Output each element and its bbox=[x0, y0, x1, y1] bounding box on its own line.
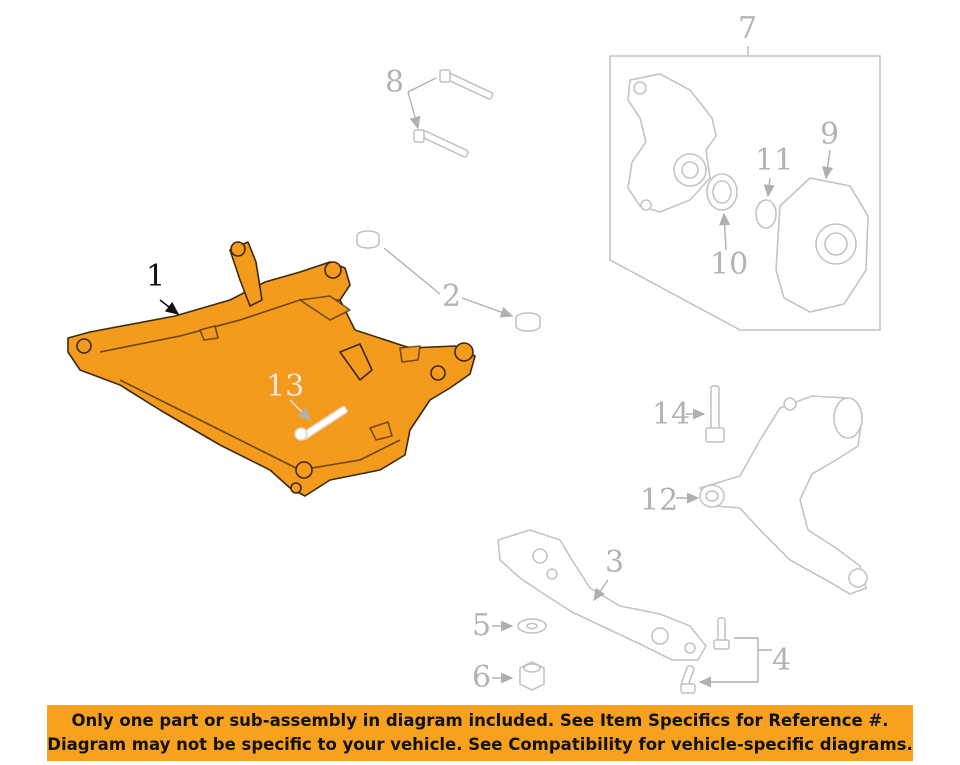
nut-6 bbox=[519, 661, 545, 691]
leader-9 bbox=[822, 149, 834, 180]
callout-1: 1 bbox=[146, 259, 166, 294]
callout-6: 6 bbox=[472, 660, 492, 695]
callout-3: 3 bbox=[605, 545, 625, 580]
leader-1 bbox=[159, 299, 180, 315]
disclaimer-line-2: Diagram may not be specific to your vehi… bbox=[47, 735, 913, 754]
callout-11: 11 bbox=[755, 143, 794, 178]
disclaimer-banner: Only one part or sub-assembly in diagram… bbox=[47, 705, 913, 761]
bolt-8 bbox=[413, 69, 494, 158]
callout-5: 5 bbox=[472, 608, 492, 643]
callout-4: 4 bbox=[772, 643, 792, 678]
callout-7: 7 bbox=[738, 11, 758, 46]
callout-14: 14 bbox=[652, 397, 691, 432]
engine-cradle-subframe bbox=[67, 241, 476, 497]
callout-9: 9 bbox=[820, 117, 840, 152]
callout-8: 8 bbox=[385, 65, 405, 100]
crossmember-3 bbox=[497, 529, 707, 661]
callout-10: 10 bbox=[710, 247, 749, 282]
callout-12: 12 bbox=[640, 483, 679, 518]
bolt-14 bbox=[705, 385, 725, 443]
steering-knuckle-group-7 bbox=[609, 46, 881, 331]
leader-4 bbox=[700, 637, 772, 682]
leader-11 bbox=[763, 177, 775, 198]
leader-3 bbox=[593, 579, 609, 602]
leader-13 bbox=[289, 399, 312, 422]
lower-control-arm-12 bbox=[698, 395, 868, 595]
leader-2 bbox=[383, 247, 512, 316]
disclaimer-line-1: Only one part or sub-assembly in diagram… bbox=[71, 711, 889, 730]
callout-2: 2 bbox=[442, 279, 462, 314]
washer-5 bbox=[517, 618, 547, 634]
leader-8 bbox=[408, 77, 437, 128]
callout-13: 13 bbox=[266, 369, 305, 404]
parts-diagram bbox=[67, 46, 881, 700]
leader-10 bbox=[719, 212, 731, 251]
cradle-bolt-13 bbox=[294, 405, 348, 441]
